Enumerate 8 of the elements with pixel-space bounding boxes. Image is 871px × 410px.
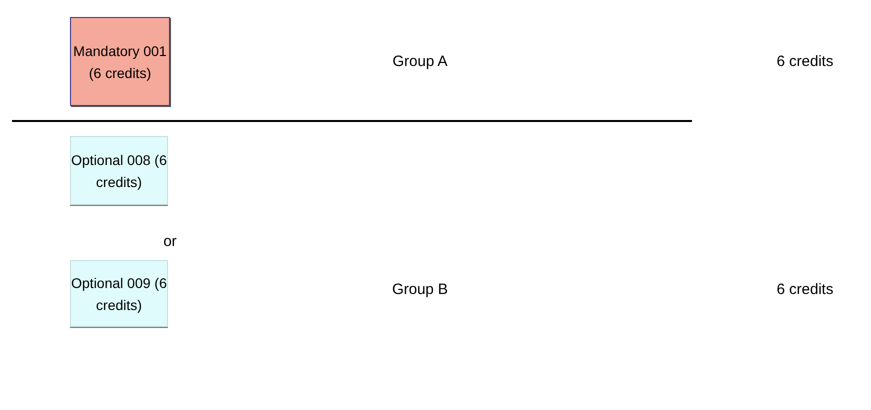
text-label: or (162, 232, 178, 252)
text-label: Group A (391, 52, 449, 72)
course-box: Optional 008 (6 credits) (70, 136, 168, 205)
text-label: 6 credits (776, 280, 834, 300)
course-box: Optional 009 (6 credits) (70, 260, 168, 327)
text-label: Group B (391, 280, 449, 300)
text-label: 6 credits (776, 52, 834, 72)
course-box: Mandatory 001 (6 credits) (70, 17, 170, 106)
